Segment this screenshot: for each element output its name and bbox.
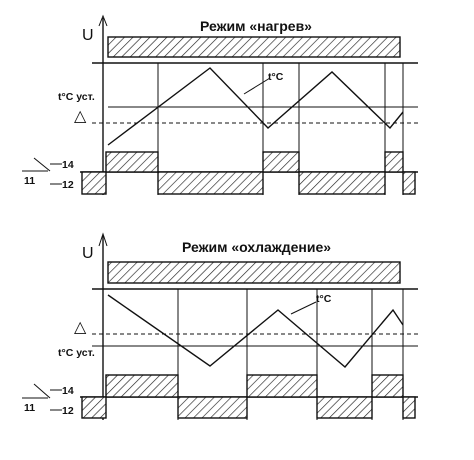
cooling-contact-14-pulse <box>105 374 179 398</box>
cooling-temperature-curve <box>107 294 404 368</box>
cooling-curve-label-leader <box>290 301 317 315</box>
heating-panel-title: Режим «нагрев» <box>200 18 312 34</box>
cooling-contact-12-pulse <box>177 396 248 419</box>
heating-contact-lower-label: 12 <box>62 179 74 191</box>
heating-u-axis-label: U <box>82 27 94 44</box>
cooling-contact-lower-label: 12 <box>62 405 74 417</box>
cooling-contact-12-pulse <box>316 396 373 419</box>
heating-contact-14-pulse <box>105 151 159 173</box>
heating-contact-common-label: 11 <box>24 175 35 187</box>
cooling-panel: U Режим «охлаждение» △ t°C уст. t°C 11 <box>22 232 418 420</box>
heating-contact-12-pulse <box>402 171 416 195</box>
heating-relay-contact-symbol <box>22 157 62 185</box>
cooling-panel-title: Режим «охлаждение» <box>182 239 331 255</box>
cooling-contact-12-pulse <box>81 396 107 419</box>
cooling-supply-voltage-bar <box>107 261 401 284</box>
heating-hysteresis-label: △ <box>74 108 87 125</box>
heating-contact-12-pulse <box>157 171 264 195</box>
cooling-u-axis-arrow <box>98 232 108 247</box>
cooling-contact-14-pulse <box>246 374 318 398</box>
heating-u-axis-arrow <box>98 14 108 27</box>
heating-panel: U Режим «нагрев» t°C уст. △ t°C <box>22 14 418 195</box>
cooling-relay-contact-symbol <box>22 383 62 411</box>
heating-temperature-curve <box>107 67 404 146</box>
cooling-u-axis-label: U <box>82 245 94 262</box>
cooling-contact-common-label: 11 <box>24 402 35 414</box>
cooling-contact-14-pulse <box>371 374 404 398</box>
heating-curve-label: t°C <box>268 71 284 83</box>
heating-contact-14-pulse <box>262 151 300 173</box>
heating-contact-upper-label: 14 <box>62 159 74 171</box>
cooling-contact-upper-label: 14 <box>62 385 74 397</box>
cooling-curve-label: t°C <box>316 293 332 305</box>
heating-contact-14-pulse <box>384 151 404 173</box>
cooling-setpoint-label: t°C уст. <box>58 347 95 359</box>
heating-setpoint-label: t°C уст. <box>58 91 95 103</box>
cooling-hysteresis-label: △ <box>74 319 87 336</box>
heating-supply-voltage-bar <box>107 36 401 58</box>
heating-contact-12-pulse <box>298 171 386 195</box>
heating-contact-12-pulse <box>81 171 107 195</box>
heating-curve-label-leader <box>243 77 271 95</box>
cooling-contact-12-pulse <box>402 396 416 419</box>
